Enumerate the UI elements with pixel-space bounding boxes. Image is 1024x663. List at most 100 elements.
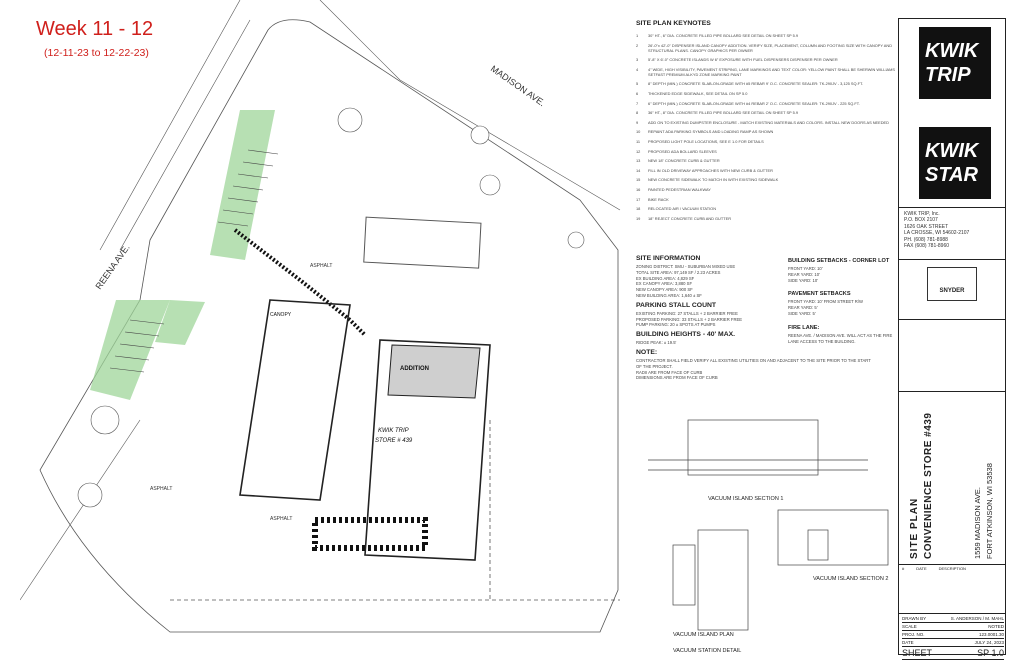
svg-text:ADDITION: ADDITION — [400, 366, 429, 372]
fire-lane-title: FIRE LANE: — [788, 324, 820, 331]
text-line: PROPOSED PARKING: 33 STALLS + 2 BARRIER … — [636, 316, 743, 322]
text-line: SIDE YARD: 10' — [788, 277, 818, 283]
revision-header: # DATE DESCRIPTION — [902, 566, 966, 571]
site-information: SITE INFORMATION ZONING DISTRICT: SMU - … — [636, 252, 871, 381]
text-line: DIMENSIONS ARE FROM FACE OF CURB — [636, 375, 718, 381]
height-lines: RIDGE PEAK: ± 19.5' — [636, 340, 786, 346]
text-line: PUMP PARKING: 20 ± SPOTS AT PUMPS — [636, 322, 716, 328]
text-line: NEW CANOPY AREA: 900 SF — [636, 287, 693, 293]
site-info-lines: ZONING DISTRICT: SMU - SUBURBAN MIXED US… — [636, 264, 786, 299]
revision-header-cell: DESCRIPTION — [938, 566, 966, 571]
site-info-title: SITE INFORMATION — [636, 255, 701, 262]
revision-header-cell: DATE — [916, 566, 927, 571]
vacuum-details: VACUUM ISLAND SECTION 1 VACUUM ISLAND SE… — [648, 419, 888, 654]
sheet-title: SITE PLAN — [909, 497, 920, 559]
text-line: 1626 OAK STREET — [904, 223, 949, 230]
svg-text:KWIK TRIP: KWIK TRIP — [378, 428, 409, 434]
text-line: REAR YARD: 5' — [788, 305, 818, 311]
station-detail-label: VACUUM STATION DETAIL — [673, 648, 741, 654]
project-name: CONVENIENCE STORE #439 — [923, 412, 934, 559]
setbacks: BUILDING SETBACKS - CORNER LOT FRONT YAR… — [788, 255, 894, 344]
text-line: PH. (608) 781-8988 — [904, 236, 948, 243]
svg-text:CANOPY: CANOPY — [270, 312, 292, 318]
svg-text:REENA AVE.: REENA AVE. — [93, 243, 131, 292]
fire-lane-lines: REENA AVE. / MADISON AVE. WILL ACT AS TH… — [788, 333, 894, 345]
text-line: RIDGE PEAK: ± 19.5' — [636, 340, 677, 346]
week-title: Week 11 - 12 — [36, 18, 154, 40]
section1-label: VACUUM ISLAND SECTION 1 — [708, 496, 783, 502]
text-line: LA CROSSE, WI 54602-2107 — [904, 230, 970, 237]
note-title: NOTE: — [636, 348, 658, 356]
text-line: KWIK TRIP, Inc. — [904, 211, 940, 217]
text-line: SIDE YARD: 5' — [788, 310, 816, 316]
text-line: RADII ARE FROM FACE OF CURB — [636, 369, 703, 375]
snyder-logo: SNYDER — [927, 267, 977, 301]
text-line: REENA AVE. / MADISON AVE. WILL ACT AS TH… — [788, 332, 893, 344]
section2-label: VACUUM ISLAND SECTION 2 — [813, 576, 888, 582]
revision-header-cell: # — [902, 566, 905, 571]
text-line: TOTAL SITE AREA: 97,149 SF / 2.23 ACRES — [636, 269, 721, 275]
text-line: NEW BUILDING AREA: 1,640 ± SF — [636, 292, 702, 298]
text-line: CONTRACTOR SHALL FIELD VERIFY ALL EXISTI… — [636, 357, 871, 369]
setback-lines: FRONT YARD: 10'REAR YARD: 10'SIDE YARD: … — [788, 266, 894, 283]
project-city: FORT ATKINSON, WI 53538 — [985, 463, 994, 559]
svg-text:MADISON AVE.: MADISON AVE. — [489, 63, 547, 108]
note-lines: CONTRACTOR SHALL FIELD VERIFY ALL EXISTI… — [636, 358, 876, 381]
project-address: 1559 MADISON AVE. — [973, 487, 982, 559]
keynotes-title: SITE PLAN KEYNOTES — [636, 20, 711, 27]
text-line: FAX (608) 781-8960 — [904, 243, 950, 250]
svg-text:ASPHALT: ASPHALT — [270, 516, 292, 522]
site-plan-drawing: MADISON AVE. REENA AVE. ADDITION KWIK TR… — [20, 0, 621, 633]
parking-lines: EXISTING PARKING: 27 STALLS + 2 BARRIER … — [636, 311, 786, 328]
parking-title: PARKING STALL COUNT — [636, 301, 717, 309]
text-line: EX CANOPY AREA: 3,880 SF — [636, 281, 693, 287]
text-line: REAR YARD: 10' — [788, 271, 820, 277]
heights-title: BUILDING HEIGHTS - 40' MAX. — [636, 331, 736, 339]
text-line: P.O. BOX 2107 — [904, 217, 938, 224]
text-line: ZONING DISTRICT: SMU - SUBURBAN MIXED US… — [636, 264, 736, 269]
svg-text:STORE # 439: STORE # 439 — [375, 438, 413, 444]
week-range: (12-11-23 to 12-22-23) — [44, 47, 149, 59]
text-line: EXISTING PARKING: 27 STALLS + 2 BARRIER … — [636, 310, 738, 316]
setbacks-title: BUILDING SETBACKS - CORNER LOT — [788, 258, 890, 264]
island-plan-label: VACUUM ISLAND PLAN — [673, 632, 734, 638]
text-line: EX BUILDING AREA: 4,829 SF — [636, 275, 695, 281]
title-block-row: PROJ. NO.123.0001.30 — [902, 632, 1004, 639]
text-line: FRONT YARD: 10' — [788, 266, 823, 271]
svg-text:ASPHALT: ASPHALT — [310, 263, 332, 269]
text-line: FRONT YARD: 10' FROM STREET R/W — [788, 299, 863, 305]
svg-text:ASPHALT: ASPHALT — [150, 486, 172, 492]
pavement-title: PAVEMENT SETBACKS — [788, 291, 851, 298]
